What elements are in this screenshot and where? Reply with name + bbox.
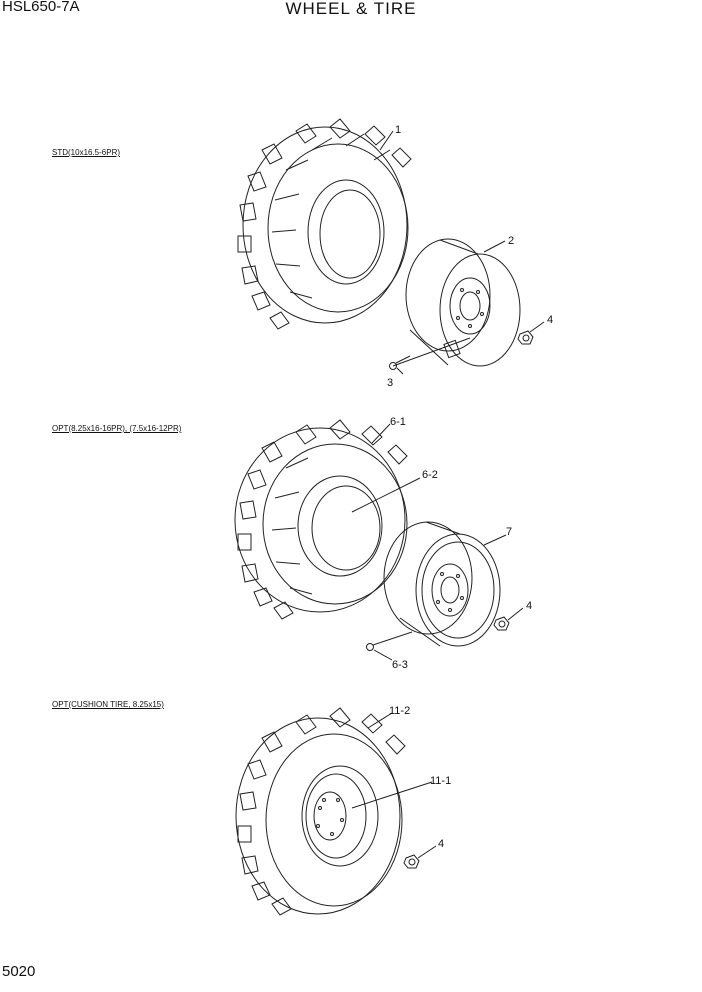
wheel-nut-std xyxy=(517,330,534,345)
callout-4-opt: 4 xyxy=(526,600,532,612)
tire-opt xyxy=(234,419,408,620)
callout-6-3: 6-3 xyxy=(392,659,408,671)
rim-opt xyxy=(383,521,501,647)
callout-6-2: 6-2 xyxy=(422,469,438,481)
tire-std xyxy=(237,118,412,330)
section-label-std: STD(10x16.5-6PR) xyxy=(52,148,121,157)
page-number: 5020 xyxy=(2,963,36,980)
callout-1: 1 xyxy=(395,124,401,136)
wheel-nut-opt xyxy=(493,616,510,631)
callout-11-1: 11-1 xyxy=(430,775,451,787)
rim-std xyxy=(405,238,521,367)
callout-3: 3 xyxy=(387,377,393,389)
tire-cushion xyxy=(235,707,406,916)
valve-opt xyxy=(366,631,413,651)
callout-6-1: 6-1 xyxy=(390,416,406,428)
valve-std xyxy=(389,355,411,370)
wheel-cushion xyxy=(301,765,379,867)
section-label-opt-cushion: OPT(CUSHION TIRE, 8.25x15) xyxy=(52,700,164,709)
callout-4-cushion: 4 xyxy=(438,838,444,850)
model-number: HSL650-7A xyxy=(2,0,80,15)
callout-4-std: 4 xyxy=(547,314,553,326)
callout-11-2: 11-2 xyxy=(389,705,410,717)
callout-2: 2 xyxy=(508,235,514,247)
section-label-opt-pneumatic: OPT(8.25x16-16PR), (7.5x16-12PR) xyxy=(52,424,182,433)
wheel-nut-cushion xyxy=(403,854,420,869)
callout-7: 7 xyxy=(506,526,512,538)
page-title: WHEEL & TIRE xyxy=(285,0,417,18)
